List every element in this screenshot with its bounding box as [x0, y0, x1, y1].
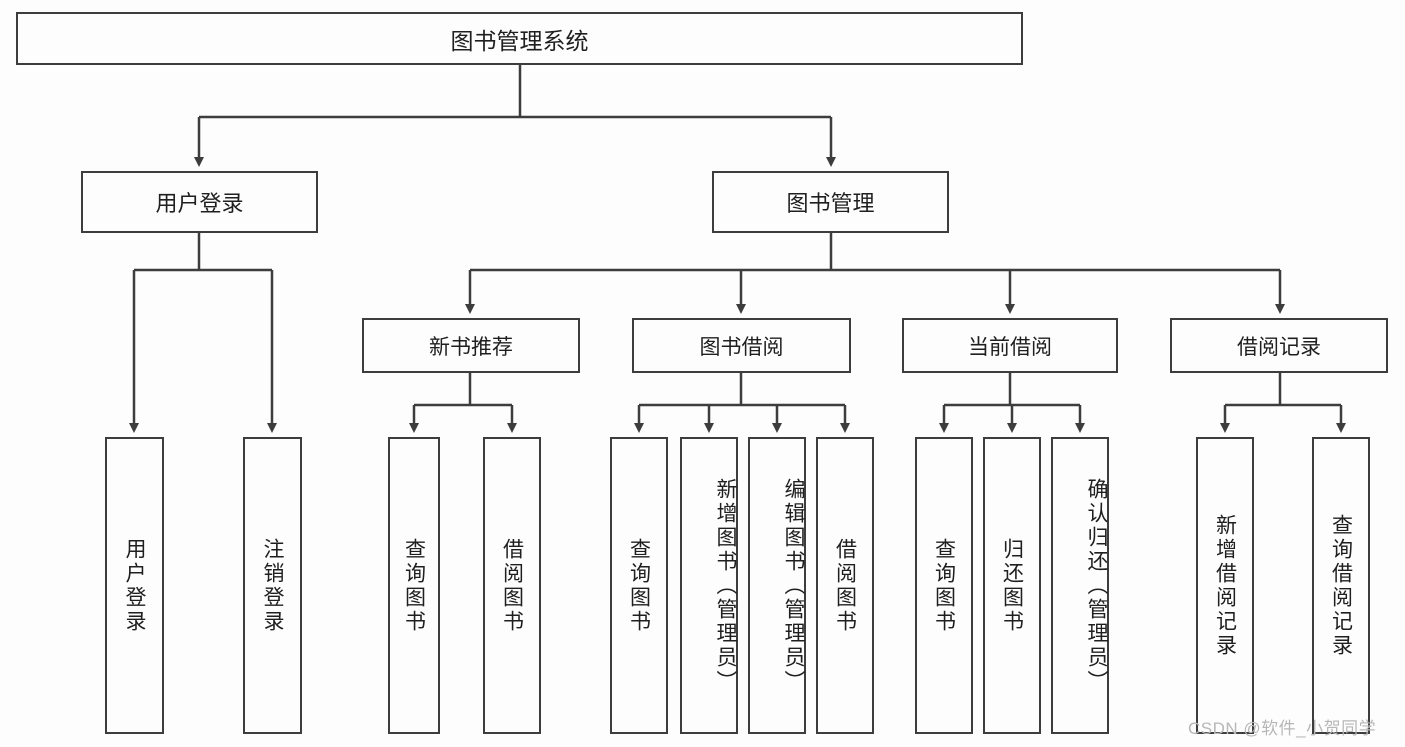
node-book-manage[interactable]: 图书管理 [712, 171, 949, 233]
node-leaf-add-book-label: 新增图书（管理员） [714, 477, 737, 694]
node-current-borrow-label: 当前借阅 [968, 335, 1052, 359]
node-borrow-record[interactable]: 借阅记录 [1170, 318, 1388, 373]
node-leaf-logout[interactable]: 注销登录 [243, 437, 302, 734]
node-leaf-add-record[interactable]: 新增借阅记录 [1196, 437, 1254, 734]
watermark: CSDN @软件_小贺同学 [1188, 719, 1377, 738]
node-leaf-return-book-label: 归还图书 [1000, 537, 1024, 634]
node-book-borrow-label: 图书借阅 [699, 335, 784, 359]
node-new-book-recommend[interactable]: 新书推荐 [362, 318, 580, 373]
node-book-borrow[interactable]: 图书借阅 [632, 318, 851, 373]
node-user-login[interactable]: 用户登录 [81, 171, 318, 233]
node-leaf-add-book[interactable]: 新增图书（管理员） [680, 437, 738, 734]
node-current-borrow[interactable]: 当前借阅 [902, 318, 1118, 373]
node-leaf-borrow-book-1[interactable]: 借阅图书 [483, 437, 541, 734]
node-leaf-borrow-book-2[interactable]: 借阅图书 [816, 437, 874, 734]
node-root[interactable]: 图书管理系统 [16, 12, 1023, 65]
node-root-label: 图书管理系统 [450, 27, 589, 54]
node-leaf-borrow-book-1-label: 借阅图书 [500, 537, 524, 634]
node-leaf-query-book-3[interactable]: 查询图书 [915, 437, 973, 734]
node-leaf-edit-book[interactable]: 编辑图书（管理员） [748, 437, 806, 734]
node-leaf-query-book-2[interactable]: 查询图书 [610, 437, 668, 734]
node-leaf-confirm-return[interactable]: 确认归还（管理员） [1051, 437, 1109, 734]
node-leaf-return-book[interactable]: 归还图书 [983, 437, 1041, 734]
node-borrow-record-label: 借阅记录 [1237, 335, 1321, 359]
node-leaf-query-book-1-label: 查询图书 [402, 537, 426, 634]
node-leaf-query-book-1[interactable]: 查询图书 [388, 437, 440, 734]
node-leaf-query-book-3-label: 查询图书 [932, 537, 956, 634]
node-leaf-user-login[interactable]: 用户登录 [105, 437, 164, 734]
node-leaf-query-book-2-label: 查询图书 [627, 537, 651, 634]
node-leaf-query-record-label: 查询借阅记录 [1329, 513, 1353, 658]
node-leaf-logout-label: 注销登录 [261, 537, 284, 634]
node-leaf-query-record[interactable]: 查询借阅记录 [1312, 437, 1370, 734]
node-new-book-recommend-label: 新书推荐 [429, 335, 513, 359]
node-leaf-edit-book-label: 编辑图书（管理员） [782, 477, 805, 694]
node-leaf-user-login-label: 用户登录 [123, 537, 146, 634]
node-book-manage-label: 图书管理 [786, 191, 875, 216]
node-user-login-label: 用户登录 [155, 191, 244, 216]
node-leaf-add-record-label: 新增借阅记录 [1213, 513, 1237, 658]
node-leaf-borrow-book-2-label: 借阅图书 [833, 537, 857, 634]
node-leaf-confirm-return-label: 确认归还（管理员） [1085, 477, 1108, 694]
